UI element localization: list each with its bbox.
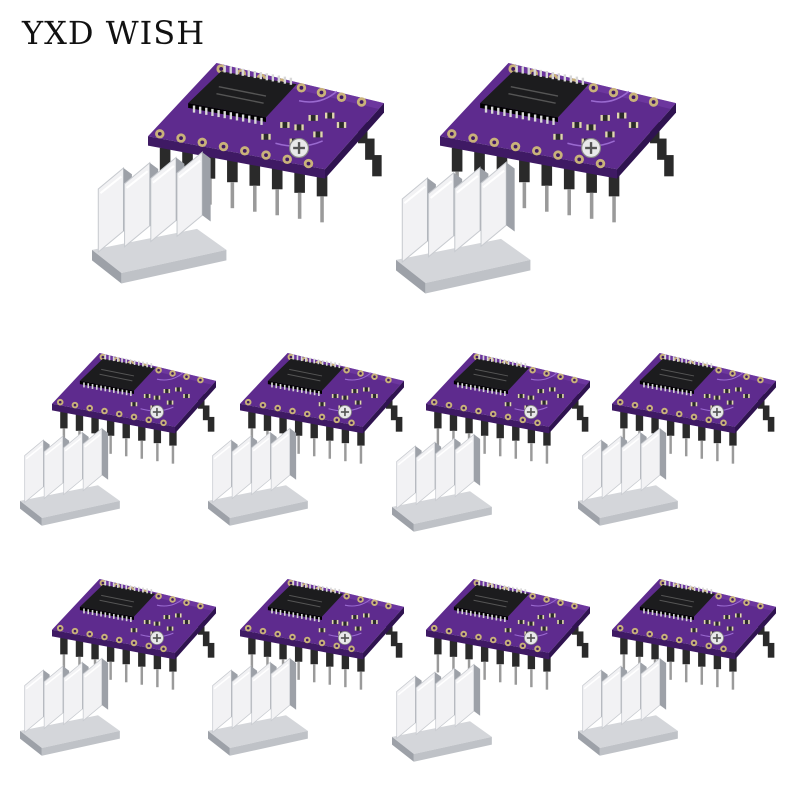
product-pair xyxy=(208,578,404,756)
stepper-driver-board xyxy=(426,352,590,464)
stepper-driver-board xyxy=(240,578,404,690)
stepper-driver-board xyxy=(240,352,404,464)
product-pair xyxy=(396,63,676,294)
heatsink xyxy=(578,657,678,756)
product-pair xyxy=(578,352,776,526)
heatsink xyxy=(392,433,492,532)
product-pair xyxy=(392,578,590,762)
product-pair xyxy=(208,352,404,526)
stepper-driver-board xyxy=(612,352,776,464)
brand-watermark: YXD WISH xyxy=(22,14,206,52)
stepper-driver-board xyxy=(426,578,590,690)
product-pair xyxy=(392,352,590,532)
stepper-driver-board xyxy=(148,63,384,223)
heatsink xyxy=(392,663,492,762)
heatsink xyxy=(20,657,120,756)
heatsink xyxy=(208,657,308,756)
heatsink xyxy=(578,427,678,526)
stepper-driver-board xyxy=(52,578,216,690)
product-pair xyxy=(578,578,776,756)
heatsink xyxy=(20,427,120,526)
stepper-driver-board xyxy=(52,352,216,464)
product-pair xyxy=(20,578,216,756)
heatsink xyxy=(92,151,227,284)
heatsink xyxy=(208,427,308,526)
product-pair xyxy=(92,63,384,284)
heatsink xyxy=(396,161,531,294)
product-pair xyxy=(20,352,216,526)
stepper-driver-board xyxy=(612,578,776,690)
stepper-driver-board xyxy=(440,63,676,223)
